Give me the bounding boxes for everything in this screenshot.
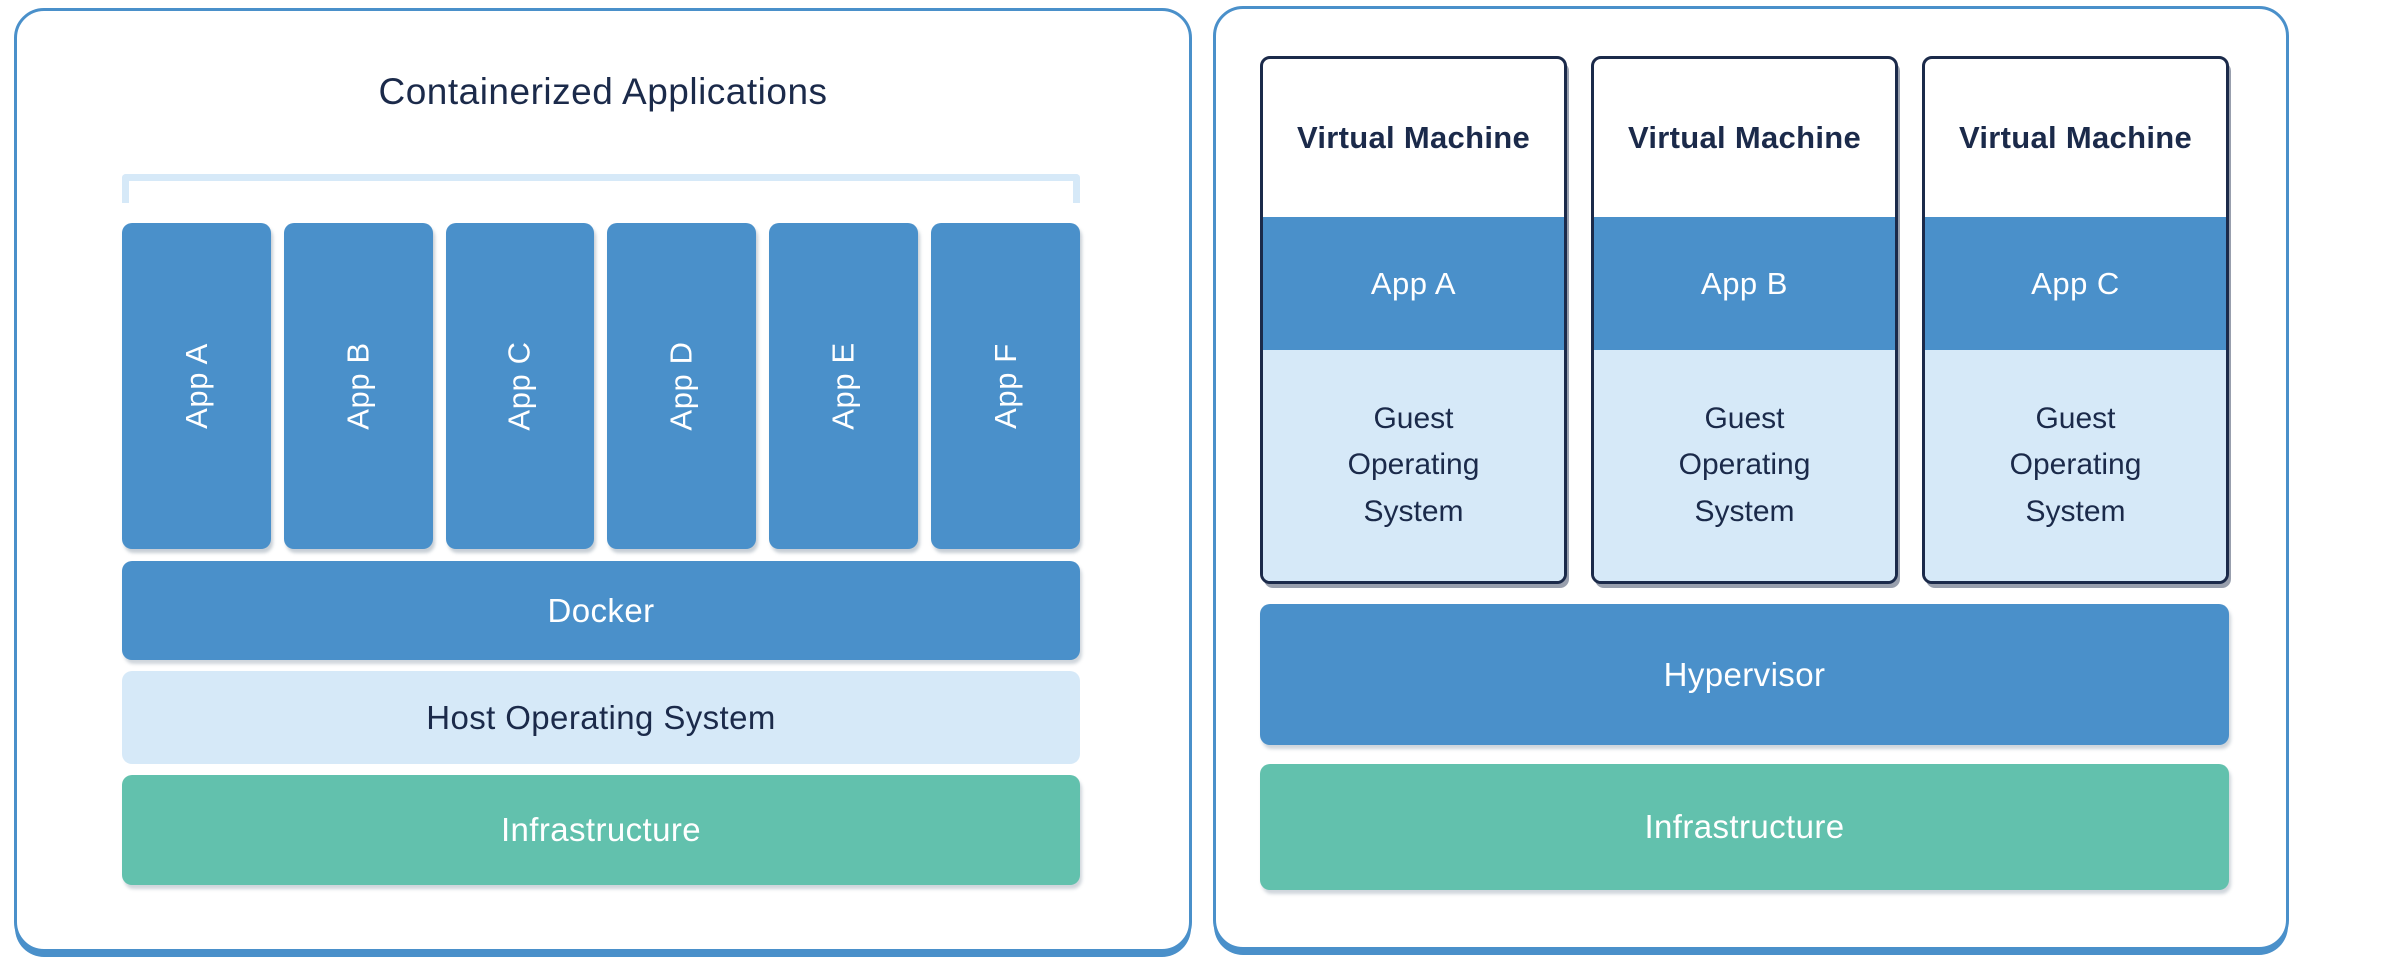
vm-title: Virtual Machine xyxy=(1296,120,1531,155)
vm-guest-os-label: Guest Operating System xyxy=(1678,401,1811,528)
app-column: App C xyxy=(445,223,595,549)
hypervisor-layer: Hypervisor xyxy=(1260,604,2229,745)
app-column: App A xyxy=(122,223,271,549)
vm-title: Virtual Machine xyxy=(1958,120,2193,155)
vm-box: Virtual Machine App C Guest Operating Sy… xyxy=(1922,56,2229,584)
containers-panel-title: Containerized Applications xyxy=(378,71,828,112)
vm-app-layer: App B xyxy=(1594,217,1895,350)
apps-row: App A App B App C App D App E App F xyxy=(122,223,1080,549)
vm-box: Virtual Machine App A Guest Operating Sy… xyxy=(1260,56,1567,584)
vm-title: Virtual Machine xyxy=(1627,120,1862,155)
vm-guest-os-layer: Guest Operating System xyxy=(1925,350,2226,581)
vm-app-layer: App A xyxy=(1263,217,1564,350)
app-label: App E xyxy=(825,342,861,430)
vm-box: Virtual Machine App B Guest Operating Sy… xyxy=(1591,56,1898,584)
host-os-layer: Host Operating System xyxy=(122,671,1080,764)
vm-guest-os-layer: Guest Operating System xyxy=(1263,350,1564,581)
vm-guest-os-label: Guest Operating System xyxy=(2009,401,2142,528)
app-label: App A xyxy=(178,343,214,429)
infrastructure-layer: Infrastructure xyxy=(122,775,1080,885)
docker-layer: Docker xyxy=(122,561,1080,660)
app-label: App C xyxy=(502,341,538,431)
app-column: App D xyxy=(607,223,757,549)
app-label: App D xyxy=(663,341,699,431)
apps-bracket xyxy=(122,174,1080,203)
vm-guest-os-layer: Guest Operating System xyxy=(1594,350,1895,581)
vm-row: Virtual Machine App A Guest Operating Sy… xyxy=(1260,56,2229,584)
app-column: App E xyxy=(769,223,919,549)
virtual-machines-panel: Virtual Machine App A Guest Operating Sy… xyxy=(1213,6,2289,950)
infrastructure-layer: Infrastructure xyxy=(1260,764,2229,890)
vm-guest-os-label: Guest Operating System xyxy=(1347,401,1480,528)
vm-app-layer: App C xyxy=(1925,217,2226,350)
app-column: App F xyxy=(931,223,1080,549)
app-column: App B xyxy=(283,223,433,549)
containers-panel: Containerized Applications App A App B A… xyxy=(14,8,1192,952)
app-label: App B xyxy=(340,342,376,430)
app-label: App F xyxy=(987,343,1023,429)
